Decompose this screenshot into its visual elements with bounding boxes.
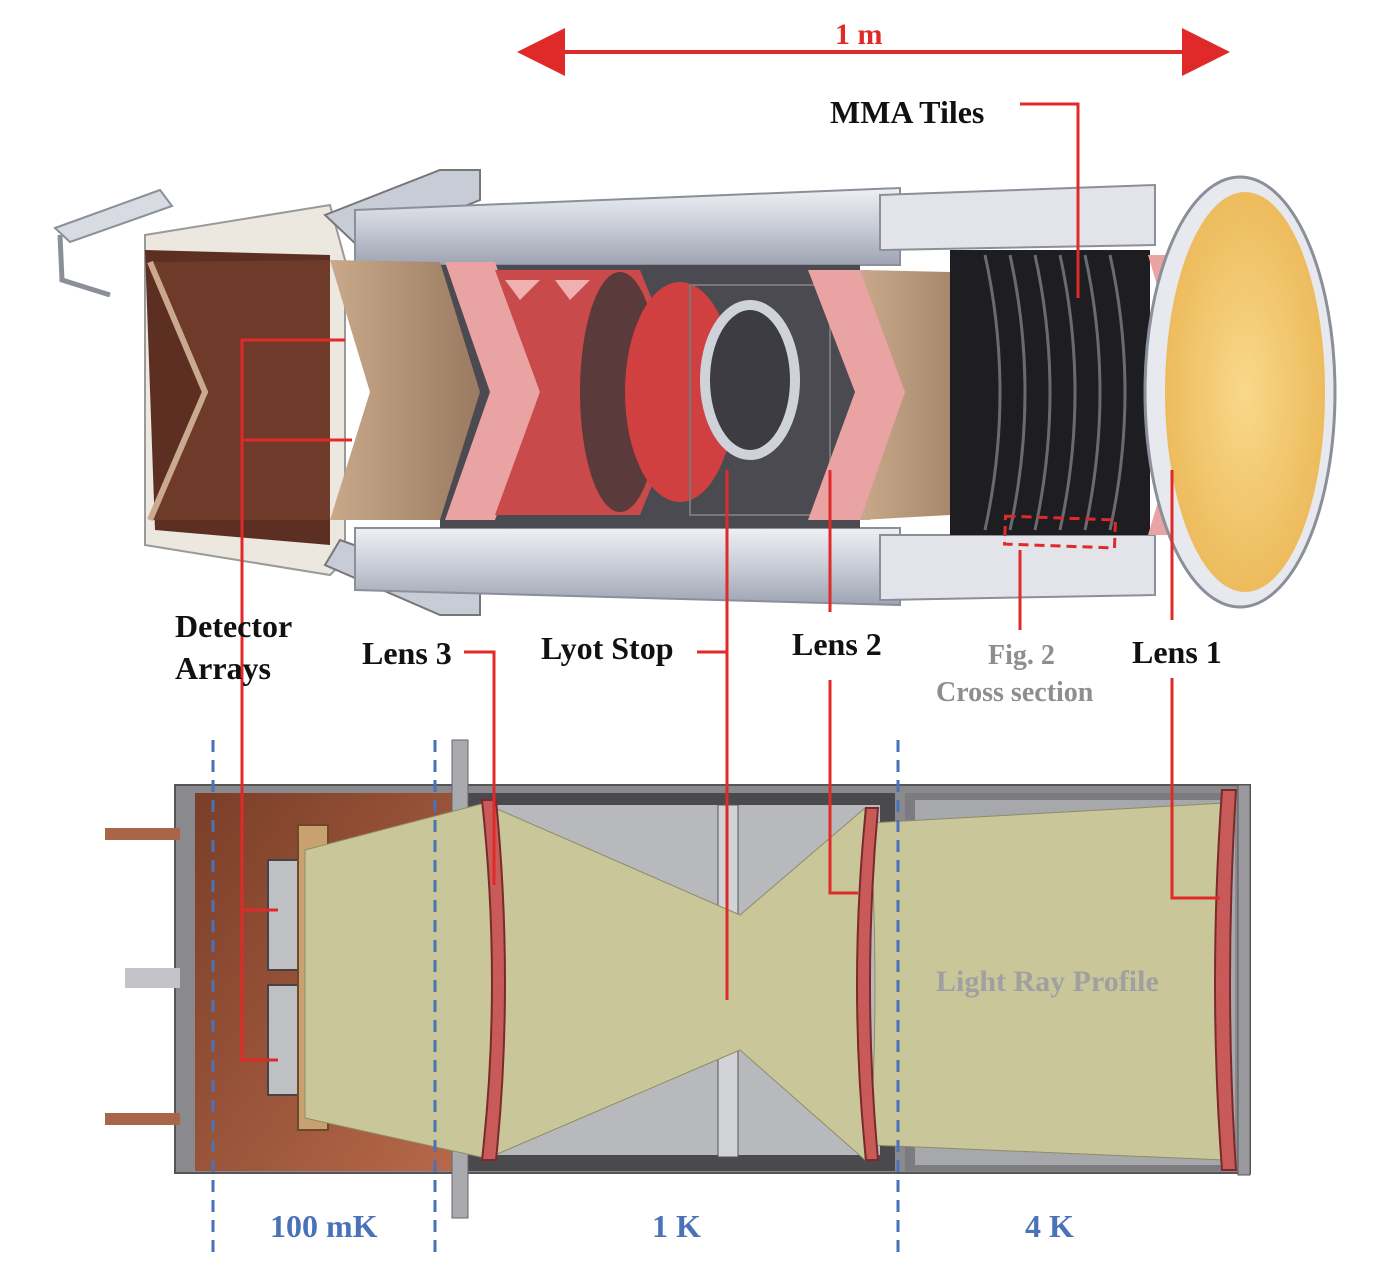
label-light-ray-profile: Light Ray Profile [936, 965, 1159, 998]
lens3-shape [480, 799, 506, 1161]
zone-label-4k: 4 K [1025, 1208, 1074, 1244]
lens2-shape [856, 807, 880, 1161]
lens1-shape [1214, 789, 1238, 1171]
label-cross-section: Cross section [936, 677, 1094, 708]
zone-label-100mk: 100 mK [270, 1208, 378, 1244]
cryostat-cutaway-render [53, 169, 1337, 616]
label-mma-tiles: MMA Tiles [830, 94, 985, 130]
label-lens3: Lens 3 [362, 635, 452, 671]
zone-label-1k: 1 K [652, 1208, 701, 1244]
label-fig2: Fig. 2 [988, 640, 1055, 671]
label-lens1: Lens 1 [1132, 634, 1222, 670]
label-lens2: Lens 2 [792, 626, 882, 662]
label-lyot-stop: Lyot Stop [541, 630, 674, 666]
scale-label: 1 m [835, 18, 883, 51]
leader-lines [240, 102, 1220, 1062]
label-detector-arrays-1: Detector [175, 608, 293, 644]
cryostat-cross-section [105, 739, 1251, 1219]
zone-dividers [211, 740, 900, 1255]
label-detector-arrays-2: Arrays [175, 650, 271, 686]
